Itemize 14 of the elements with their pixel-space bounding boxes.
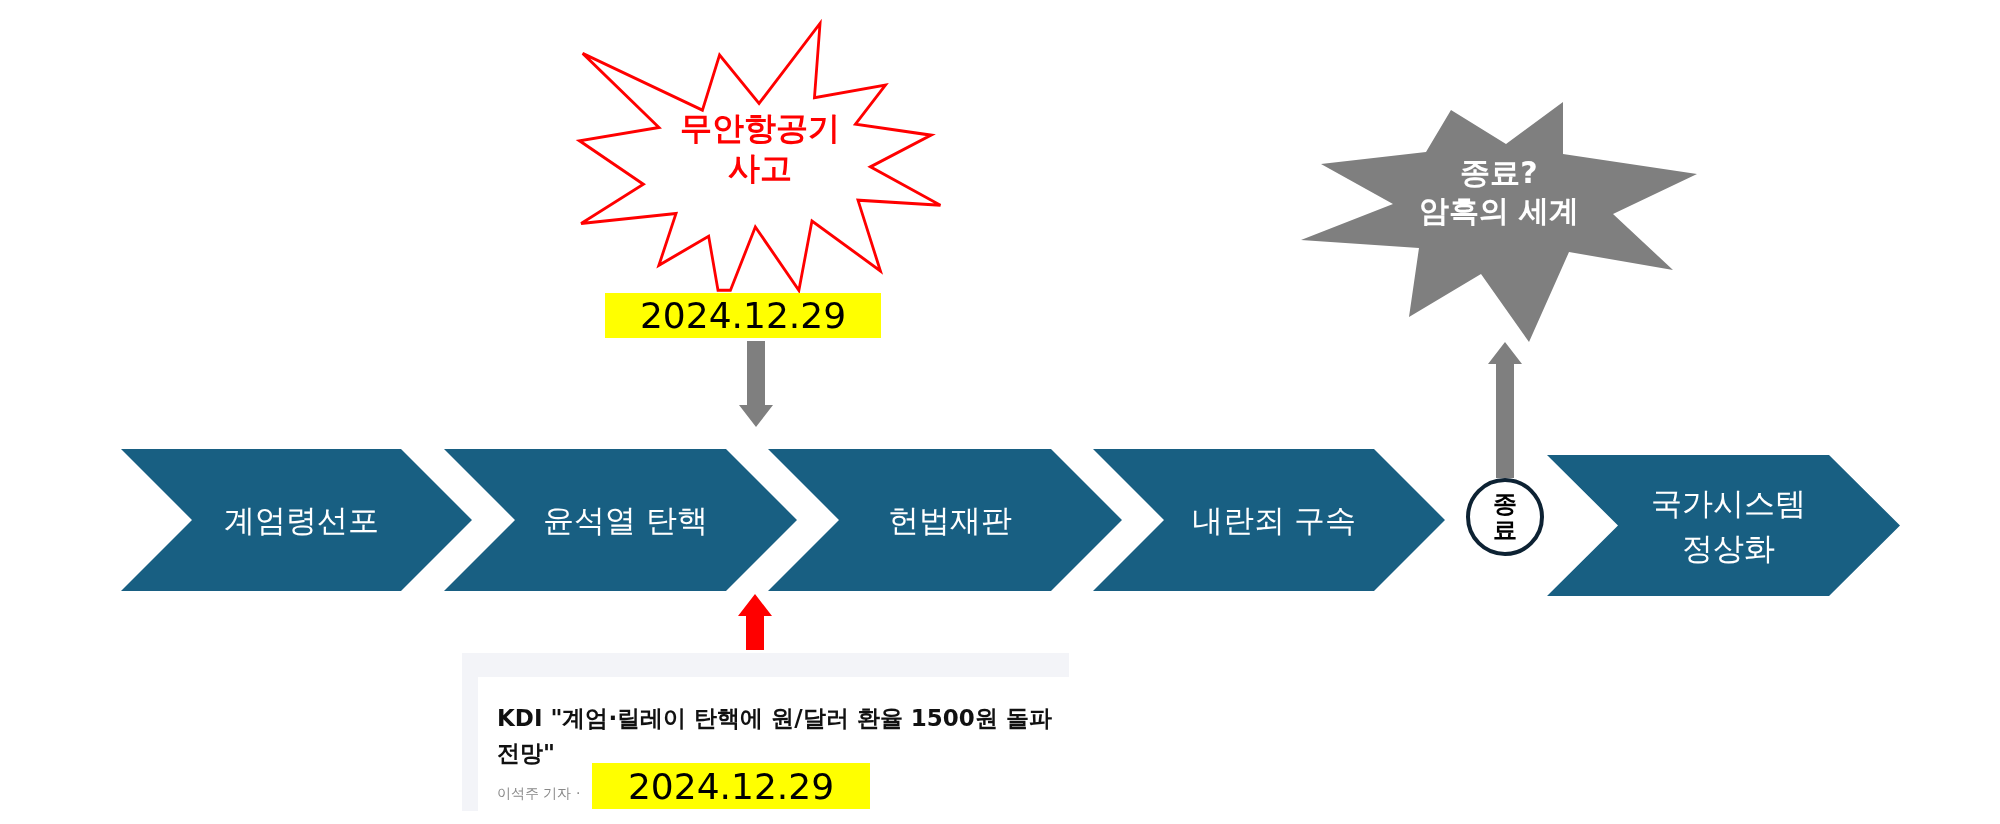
chevron-label: 내란죄 구속 bbox=[1190, 500, 1358, 540]
byline: 이석주 기자 · bbox=[497, 785, 581, 803]
burst-text: 무안항공기 사고 bbox=[679, 108, 841, 188]
date-highlight: 2024.12.29 bbox=[605, 293, 881, 338]
block-arrow bbox=[738, 594, 772, 650]
chevron-label: 국가시스템 정상화 bbox=[1650, 483, 1807, 568]
block-arrow bbox=[739, 341, 773, 427]
chevron-label: 윤석열 탄핵 bbox=[542, 500, 709, 540]
date-highlight: 2024.12.29 bbox=[592, 763, 870, 809]
block-arrow bbox=[1488, 342, 1522, 478]
chevron-label: 계엄령선포 bbox=[223, 500, 380, 540]
chevron-label: 헌법재판 bbox=[887, 500, 1013, 540]
burst-text: 종료? 암흑의 세계 bbox=[1417, 154, 1581, 229]
badge-text: 종료 bbox=[1493, 490, 1517, 544]
